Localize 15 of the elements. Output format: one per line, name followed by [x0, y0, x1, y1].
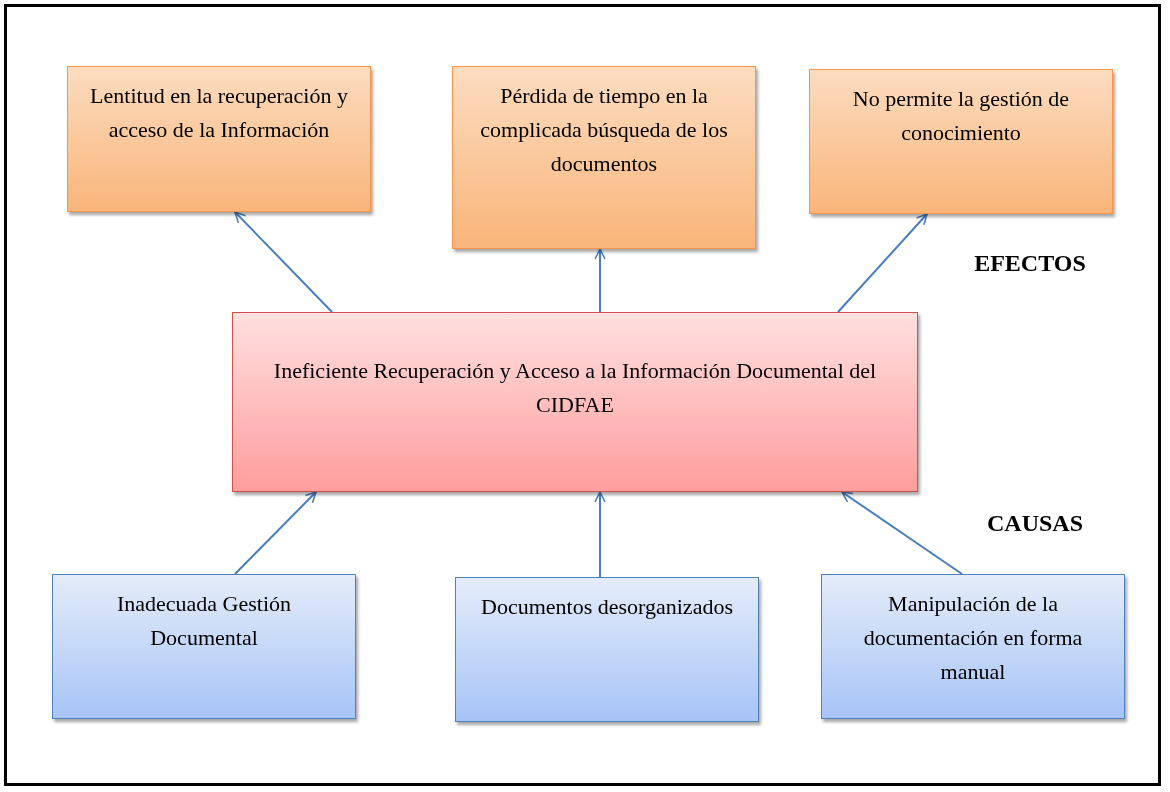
arrow — [234, 491, 317, 575]
section-label: EFECTOS — [973, 250, 1087, 277]
cause-box: Manipulación de la documentación en forma manual — [821, 574, 1125, 719]
effect-box: No permite la gestión de conocimiento — [809, 69, 1113, 214]
arrow — [837, 213, 928, 313]
effect-box: Lentitud en la recuperación y acceso de la Información — [67, 66, 371, 212]
arrow — [841, 491, 963, 575]
arrow — [594, 248, 606, 313]
section-label: CAUSAS — [986, 510, 1084, 537]
cause-box: Inadecuada Gestión Documental — [52, 574, 356, 719]
cause-box: Documentos desorganizados — [455, 577, 759, 722]
arrow — [234, 211, 333, 313]
arrow — [594, 491, 606, 578]
effect-box: Pérdida de tiempo en la complicada búsqueda de los documentos — [452, 66, 756, 249]
problem-box: Ineficiente Recuperación y Acceso a la Información Documental del CIDFAE — [232, 312, 918, 492]
